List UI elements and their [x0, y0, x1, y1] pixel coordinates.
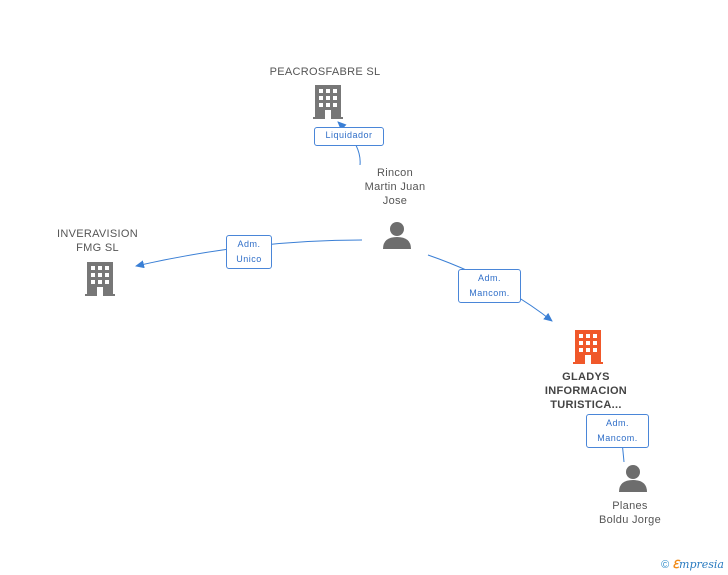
person-icon[interactable]	[618, 463, 648, 493]
person-label-rincon: Rincon Martin Juan Jose	[364, 167, 426, 207]
brand-initial: ℇ	[672, 558, 680, 571]
company-label-peacrosfabre: PEACROSFABRE SL	[269, 66, 381, 78]
role-adm-mancom: Adm. Mancom.	[458, 269, 521, 303]
role-liquidador: Liquidador	[314, 127, 384, 146]
person-label-planes: Planes Boldu Jorge	[598, 500, 661, 526]
building-icon-main[interactable]	[573, 330, 603, 364]
person-icon[interactable]	[382, 220, 412, 250]
company-label-inveravision: INVERAVISION FMG SL	[56, 228, 139, 254]
copyright-symbol: ©	[661, 559, 670, 571]
company-label-gladys: GLADYS INFORMACION TURISTICA...	[544, 371, 628, 411]
role-adm-unico: Adm. Unico	[226, 235, 272, 269]
building-icon[interactable]	[313, 85, 343, 119]
brand-name: mpresia	[679, 558, 724, 571]
role-adm-mancom: Adm. Mancom.	[586, 414, 649, 448]
empresia-watermark: © ℇmpresia	[661, 558, 724, 571]
building-icon[interactable]	[85, 262, 115, 296]
